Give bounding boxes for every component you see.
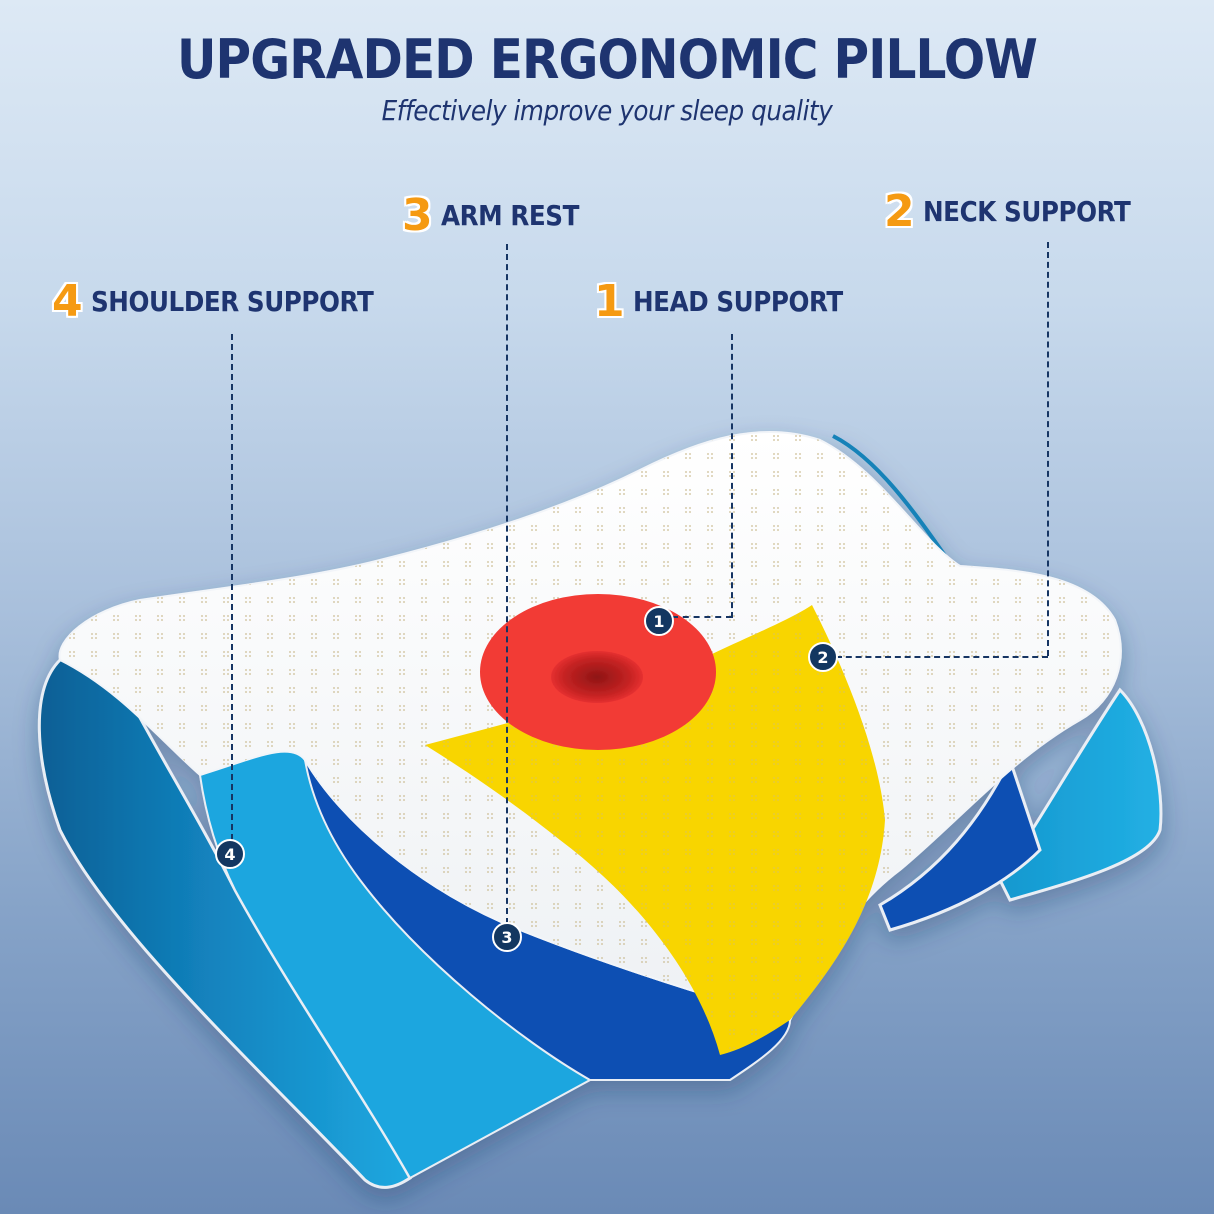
marker-3-badge: 3 bbox=[492, 922, 522, 952]
callout-label: SHOULDER SUPPORT bbox=[90, 285, 374, 318]
callout-label: HEAD SUPPORT bbox=[632, 285, 843, 318]
marker-1-badge: 1 bbox=[644, 606, 674, 636]
leader-line-3 bbox=[506, 244, 508, 924]
leader-line-2 bbox=[1047, 242, 1049, 656]
callout-shoulder-support: 4 SHOULDER SUPPORT bbox=[52, 276, 411, 327]
callout-label: ARM REST bbox=[440, 199, 579, 232]
callout-neck-support: 2 NECK SUPPORT bbox=[884, 186, 1158, 237]
marker-4-badge: 4 bbox=[215, 839, 245, 869]
callout-number: 3 bbox=[402, 190, 433, 241]
callout-head-support: 1 HEAD SUPPORT bbox=[594, 276, 871, 327]
marker-2-badge: 2 bbox=[808, 642, 838, 672]
callout-number: 2 bbox=[884, 186, 915, 237]
page-title: UPGRADED ERGONOMIC PILLOW bbox=[176, 28, 1038, 91]
leader-line-4 bbox=[231, 334, 233, 840]
leader-line-2-horizontal bbox=[836, 656, 1048, 658]
callout-label: NECK SUPPORT bbox=[922, 195, 1131, 228]
page-subtitle: Effectively improve your sleep quality bbox=[381, 94, 833, 127]
leader-line-1-horizontal bbox=[672, 616, 732, 618]
leader-line-1 bbox=[731, 334, 733, 618]
callout-arm-rest: 3 ARM REST bbox=[402, 190, 597, 241]
callout-number: 1 bbox=[594, 276, 625, 327]
callout-number: 4 bbox=[52, 276, 83, 327]
